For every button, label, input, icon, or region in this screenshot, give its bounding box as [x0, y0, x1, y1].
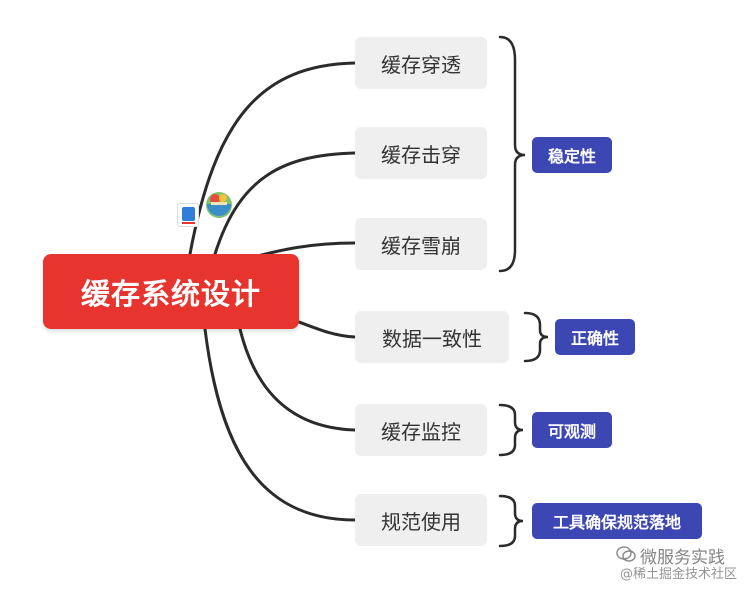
- bracket-observability: [498, 403, 524, 457]
- tag-correctness[interactable]: 正确性: [555, 319, 635, 355]
- watermark-title: 微服务实践: [640, 548, 725, 568]
- bracket-stability: [498, 35, 526, 273]
- link-root-branch-2: [213, 151, 357, 256]
- link-root-branch-1: [188, 61, 357, 256]
- bracket-tooling: [498, 494, 524, 548]
- wechat-logo-icon: [616, 546, 636, 562]
- tag-tooling-standards[interactable]: 工具确保规范落地: [532, 503, 702, 539]
- tag-observability[interactable]: 可观测: [532, 412, 612, 448]
- branch-cache-avalanche[interactable]: 缓存雪崩: [355, 218, 487, 270]
- branch-usage-standards[interactable]: 规范使用: [355, 494, 487, 546]
- bracket-correctness: [523, 311, 549, 363]
- watermark: 微服务实践 @稀土掘金技术社区: [606, 543, 751, 585]
- branch-cache-breakdown[interactable]: 缓存击穿: [355, 127, 487, 179]
- link-root-branch-6: [203, 327, 357, 522]
- link-root-branch-5: [238, 327, 357, 432]
- download-app-icon[interactable]: [177, 203, 199, 227]
- tag-stability[interactable]: 稳定性: [532, 137, 612, 173]
- watermark-subtitle: @稀土掘金技术社区: [620, 567, 738, 582]
- branch-cache-monitoring[interactable]: 缓存监控: [355, 404, 487, 456]
- root-node[interactable]: 缓存系统设计: [43, 254, 299, 329]
- link-root-branch-4: [297, 320, 357, 339]
- branch-cache-penetration[interactable]: 缓存穿透: [355, 37, 487, 89]
- branch-data-consistency[interactable]: 数据一致性: [355, 311, 509, 363]
- bowl-emoji-icon[interactable]: [203, 188, 235, 220]
